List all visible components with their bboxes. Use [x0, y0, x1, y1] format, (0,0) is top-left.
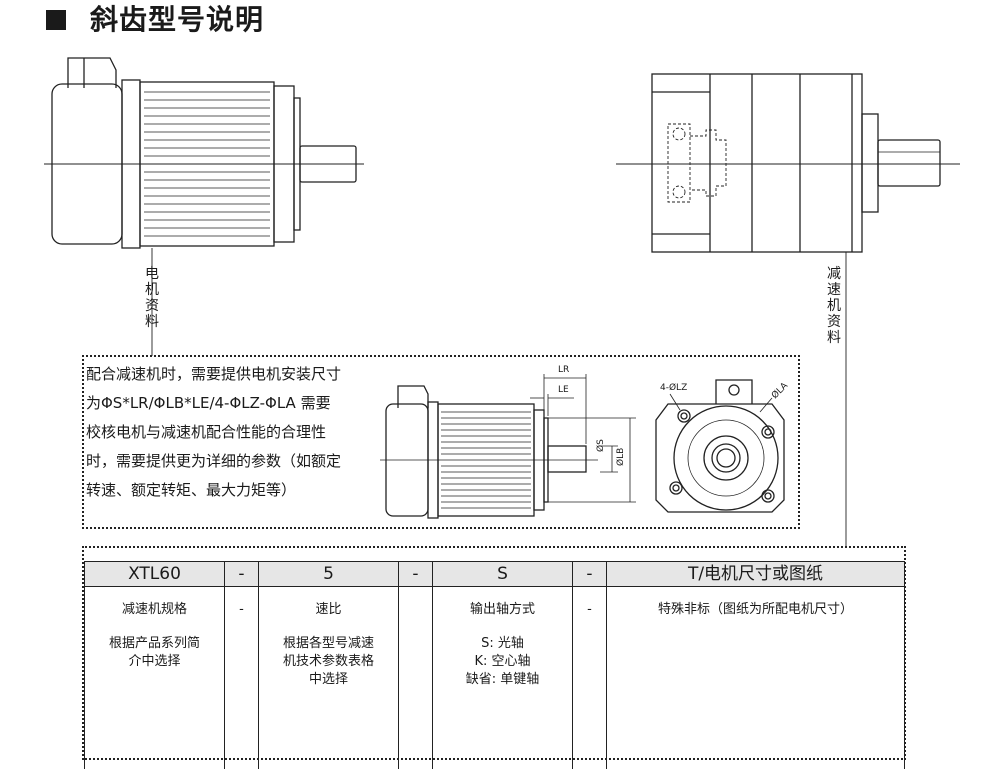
desc-separator: -	[225, 601, 258, 619]
desc-cell-motor: 特殊非标（图纸为所配电机尺寸）	[607, 587, 905, 769]
desc-cell-separator: -	[573, 587, 607, 769]
desc-cell-separator	[399, 587, 433, 769]
desc-text: S: 光轴 K: 空心轴 缺省: 单键轴	[433, 635, 572, 689]
desc-cell-shaft: 输出轴方式 S: 光轴 K: 空心轴 缺省: 单键轴	[433, 587, 573, 769]
note-line: 转速、额定转矩、最大力矩等）	[86, 476, 386, 505]
note-line: 校核电机与减速机配合性能的合理性	[86, 418, 386, 447]
header-cell-ratio: 5	[259, 562, 399, 587]
spec-desc-row: 减速机规格 根据产品系列简 介中选择 - 速比 根据各型号减速 机技术参数表格 …	[85, 587, 905, 769]
motor-info-label: 电机资料	[144, 266, 160, 330]
desc-text: 根据各型号减速 机技术参数表格 中选择	[259, 635, 398, 689]
desc-title: 输出轴方式	[433, 601, 572, 619]
header-cell-separator: -	[399, 562, 433, 587]
note-line: 为ΦS*LR/ΦLB*LE/4-ΦLZ-ΦLA 需要	[86, 389, 386, 418]
desc-title: 减速机规格	[85, 601, 224, 619]
header-cell-separator: -	[225, 562, 259, 587]
note-line: 时，需要提供更为详细的参数（如额定	[86, 447, 386, 476]
desc-cell-separator: -	[225, 587, 259, 769]
desc-title: 特殊非标（图纸为所配电机尺寸）	[607, 601, 904, 619]
desc-title: 速比	[259, 601, 398, 619]
desc-cell-ratio: 速比 根据各型号减速 机技术参数表格 中选择	[259, 587, 399, 769]
header-cell-separator: -	[573, 562, 607, 587]
note-line: 配合减速机时，需要提供电机安装尺寸	[86, 360, 386, 389]
reducer-info-label: 减速机资料	[826, 266, 842, 346]
model-spec-table: XTL60 - 5 - S - T/电机尺寸或图纸 减速机规格 根据产品系列简 …	[84, 561, 905, 769]
motor-drawing	[44, 58, 364, 356]
spec-header-row: XTL60 - 5 - S - T/电机尺寸或图纸	[85, 562, 905, 587]
header-cell-motor: T/电机尺寸或图纸	[607, 562, 905, 587]
desc-cell-model: 减速机规格 根据产品系列简 介中选择	[85, 587, 225, 769]
note-text: 配合减速机时，需要提供电机安装尺寸 为ΦS*LR/ΦLB*LE/4-ΦLZ-ΦL…	[86, 360, 386, 505]
desc-text: 根据产品系列简 介中选择	[85, 635, 224, 671]
header-cell-shaft: S	[433, 562, 573, 587]
desc-separator: -	[573, 601, 606, 619]
header-cell-model: XTL60	[85, 562, 225, 587]
